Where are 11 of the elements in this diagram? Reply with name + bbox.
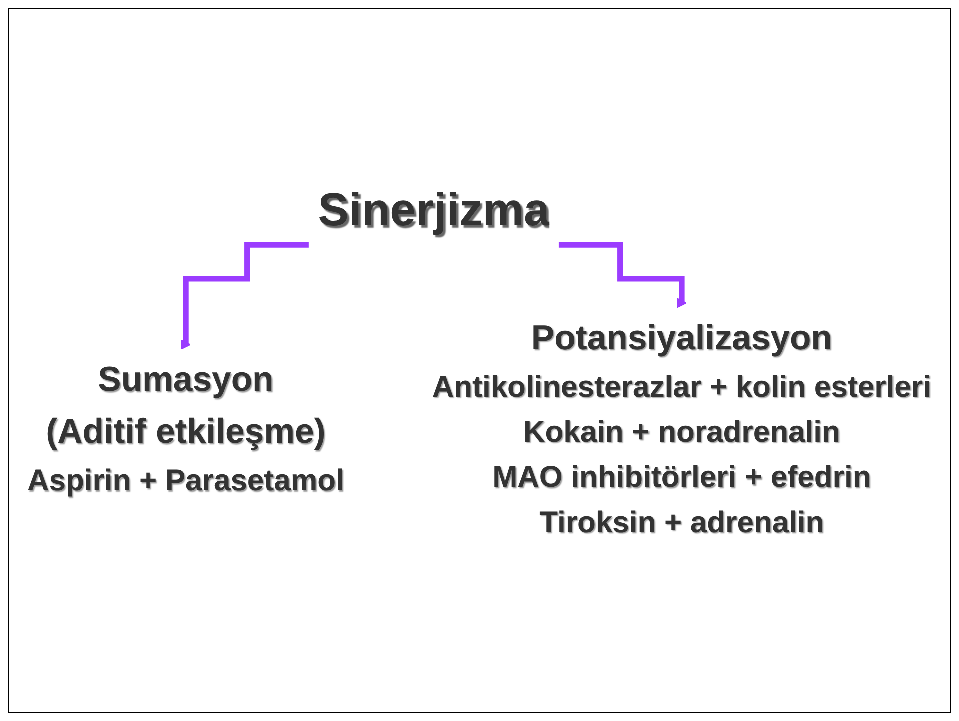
node-text: Sinerjizma [318, 185, 550, 236]
diagram: Sinerjizma Sumasyon (Aditif etkileşme) Aspirin + Parasetamol Potansiyalizasyon Antikolinesterazlar + kolin esterleri Kokain + noradrenalin MAO inhibitörleri + efedrin Tiroksin + adrenalin [9, 162, 950, 559]
node-label: Kokain + noradrenalin [523, 414, 840, 450]
node-label: Aspirin + Parasetamol [28, 462, 344, 498]
node-text: Potansiyalizasyon [531, 319, 832, 358]
arrow [558, 242, 687, 308]
arrow [180, 242, 309, 350]
node-label: Tiroksin + adrenalin [540, 504, 824, 540]
node-label: Antikolinesterazlar + kolin esterleri [432, 369, 932, 404]
node-text: Sumasyon (Aditif etkileşme) [46, 361, 326, 452]
node-label: MAO inhibitörleri + efedrin [492, 459, 872, 494]
